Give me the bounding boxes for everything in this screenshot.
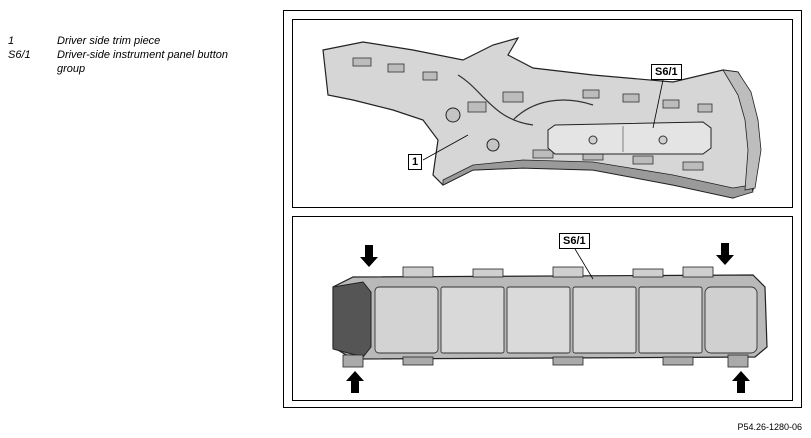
legend-text: Driver side trim piece [57, 35, 161, 47]
legend-item-s6-1: S6/1 Driver-side instrument panel button… [8, 48, 257, 76]
trim-piece-panel: S6/1 1 [292, 19, 793, 208]
button-face-1 [374, 286, 439, 354]
button-group-panel: S6/1 [292, 216, 793, 401]
arrow-up-left [346, 371, 364, 393]
figure-code: P54.26-1280-06 [737, 422, 802, 432]
trim-end-flange [722, 69, 762, 191]
housing-top-clips [402, 266, 714, 278]
arrow-down-left [360, 245, 378, 267]
legend-key: 1 [8, 35, 15, 47]
button-face-3 [506, 286, 571, 354]
mounted-button-group [547, 121, 712, 155]
left-end-cap [332, 281, 372, 358]
legend-item-1: 1 Driver side trim piece [8, 34, 257, 48]
trim-piece-illustration [322, 37, 762, 199]
button-group-illustration [332, 243, 768, 393]
callout-s6-1-top: S6/1 [651, 64, 682, 80]
button-face-4 [572, 286, 637, 354]
callout-s6-1-bottom: S6/1 [559, 233, 590, 249]
trim-lower-band [442, 159, 754, 199]
trim-body [322, 37, 759, 199]
button-face-2 [440, 286, 505, 354]
trim-ribs [352, 57, 713, 171]
release-arrows [346, 243, 750, 393]
legend: 1 Driver side trim piece S6/1 Driver-sid… [8, 34, 257, 76]
button-face-5 [638, 286, 703, 354]
housing-bottom-clips [342, 354, 749, 368]
arrow-up-right [732, 371, 750, 393]
legend-key: S6/1 [8, 49, 31, 61]
button-face-6 [704, 286, 758, 354]
callout-trim-1: 1 [408, 154, 423, 170]
figure-frame: S6/1 1 [283, 10, 802, 408]
legend-text: Driver-side instrument panel button grou… [57, 49, 228, 75]
arrow-down-right [716, 243, 734, 265]
button-faces [374, 286, 758, 354]
